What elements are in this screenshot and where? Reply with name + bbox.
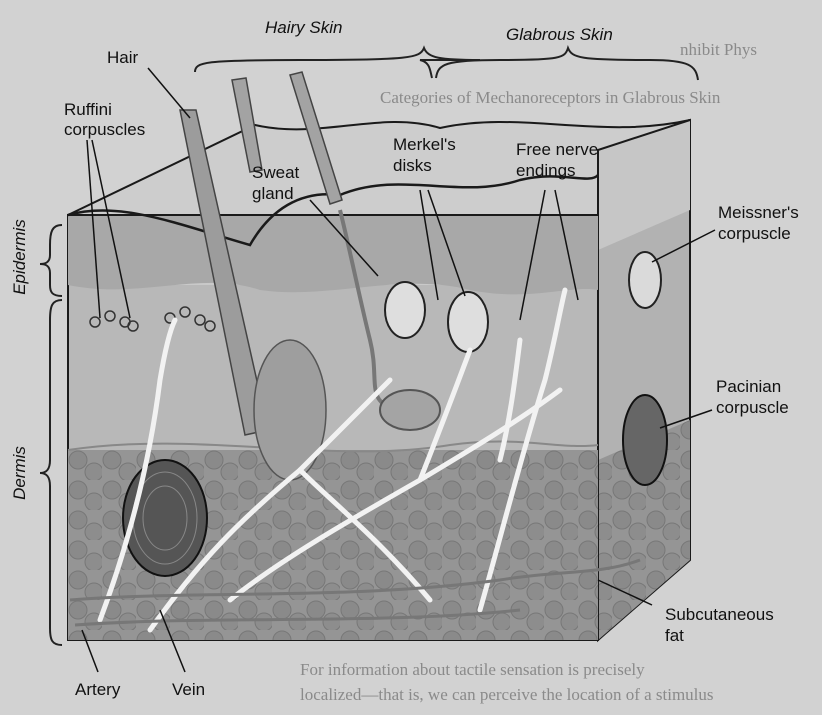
meissner-label-line2: corpuscle bbox=[718, 224, 791, 244]
block-top-face bbox=[68, 120, 690, 215]
subcutaneous-fat-label-line2: fat bbox=[665, 626, 684, 646]
vein-label: Vein bbox=[172, 680, 205, 700]
meissner-label-line1: Meissner's bbox=[718, 203, 799, 223]
pacinian-corpuscle bbox=[123, 460, 207, 576]
artery-label: Artery bbox=[75, 680, 120, 700]
glabrous-skin-bracket bbox=[436, 48, 698, 80]
hair-label: Hair bbox=[107, 48, 138, 68]
free-nerve-label-line1: Free nerve bbox=[516, 140, 598, 160]
dermis-label: Dermis bbox=[10, 438, 30, 508]
pacinian-label-line2: corpuscle bbox=[716, 398, 789, 418]
merkel-disk bbox=[385, 282, 425, 338]
dermis-bracket bbox=[40, 300, 62, 645]
front-epidermis-wave bbox=[68, 215, 598, 294]
glabrous-skin-heading: Glabrous Skin bbox=[506, 25, 613, 45]
merkel-disk bbox=[448, 292, 488, 352]
hairy-skin-heading: Hairy Skin bbox=[265, 18, 342, 38]
hair-follicle bbox=[254, 340, 326, 480]
pacinian-corpuscle bbox=[623, 395, 667, 485]
epidermis-bracket bbox=[40, 225, 62, 296]
epidermis-label: Epidermis bbox=[10, 217, 30, 297]
sweat-gland-coil bbox=[380, 390, 440, 430]
merkel-label-line2: disks bbox=[393, 156, 432, 176]
free-nerve-label-line2: endings bbox=[516, 161, 576, 181]
pacinian-label-line1: Pacinian bbox=[716, 377, 781, 397]
ruffini-label-line1: Ruffini bbox=[64, 100, 112, 120]
ruffini-label-line2: corpuscles bbox=[64, 120, 145, 140]
subcutaneous-fat-label-line1: Subcutaneous bbox=[665, 605, 774, 625]
merkel-label-line1: Merkel's bbox=[393, 135, 456, 155]
sweat-gland-label-line1: Sweat bbox=[252, 163, 299, 183]
sweat-gland-label-line2: gland bbox=[252, 184, 294, 204]
